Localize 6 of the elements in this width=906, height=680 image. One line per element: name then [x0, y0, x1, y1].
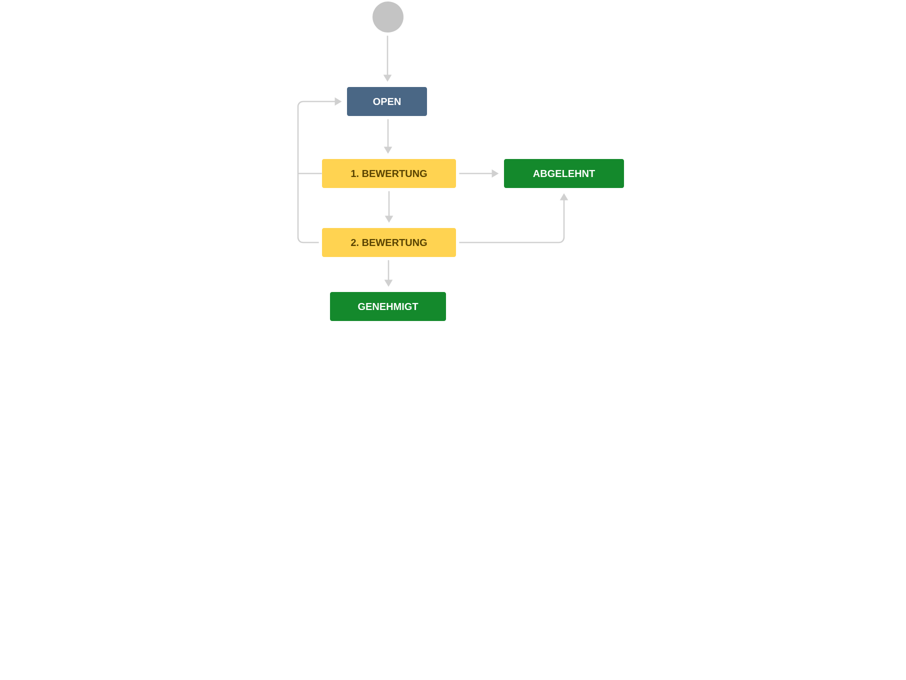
status-box: OPEN: [347, 87, 427, 116]
start-circle: [372, 2, 404, 32]
status-box: 2. BEWERTUNG: [322, 228, 456, 257]
status-box: GENEHMIGT: [330, 292, 446, 321]
status-box: ABGELEHNT: [504, 159, 624, 188]
status-box: 1. BEWERTUNG: [322, 159, 456, 188]
